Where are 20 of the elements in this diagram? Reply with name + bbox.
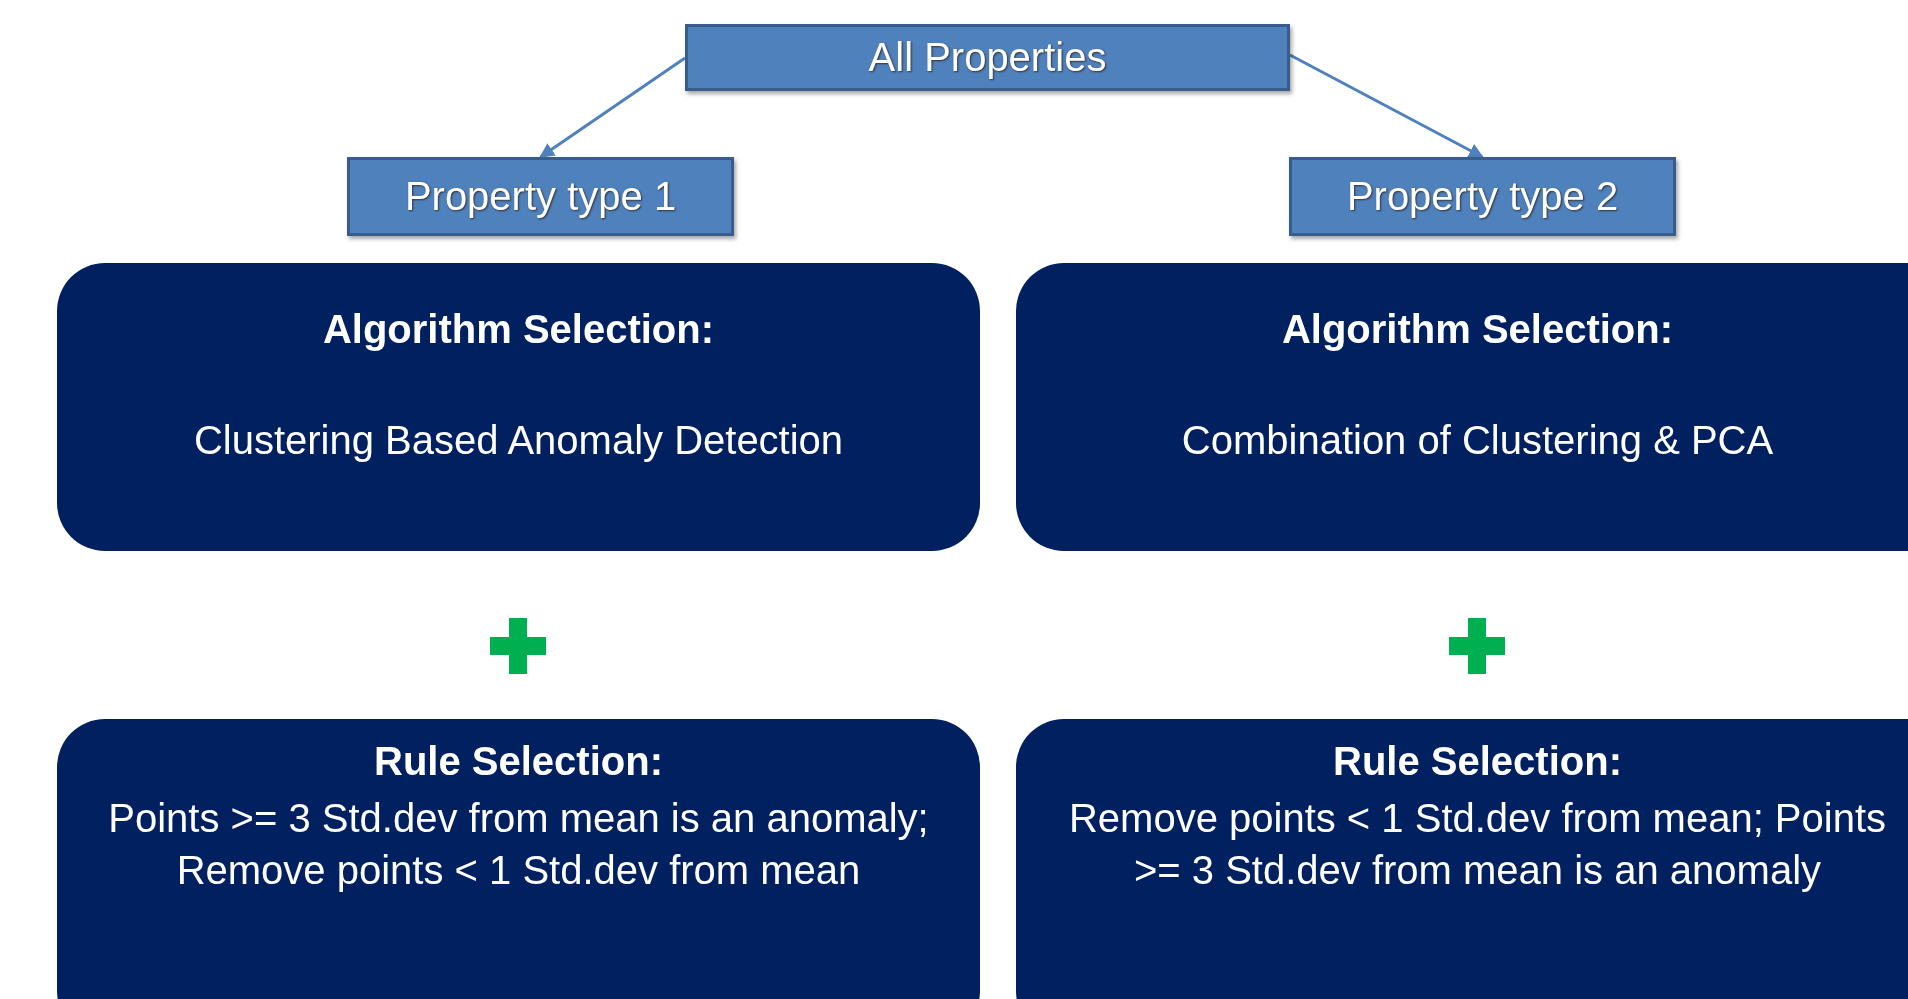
box-label: Property type 2 [1346,174,1619,219]
category-box [1289,157,1676,236]
card-heading: Rule Selection: [374,739,663,784]
card-heading: Rule Selection: [1333,739,1622,784]
algorithm-card [57,263,980,551]
box-label: Property type 1 [404,174,677,219]
rule-card [1016,719,1908,999]
card-text: Points >= 3 Std.dev from mean is an anomaly; Remove points < 1 Std.dev from mean [107,795,930,894]
card-text: Combination of Clustering & PCA [1180,417,1775,464]
algorithm-card [1016,263,1908,551]
rule-card [57,719,980,999]
category-box [685,24,1290,91]
arrow [1289,53,1484,159]
card-heading: Algorithm Selection: [1281,307,1674,352]
box-label: All Properties [868,35,1107,80]
arrow [539,56,686,159]
category-box [347,157,734,236]
card-text: Remove points < 1 Std.dev from mean; Points >= 3 Std.dev from mean is an anomaly [1067,795,1888,894]
card-heading: Algorithm Selection: [322,307,715,352]
card-text: Clustering Based Anomaly Detection [192,417,845,464]
